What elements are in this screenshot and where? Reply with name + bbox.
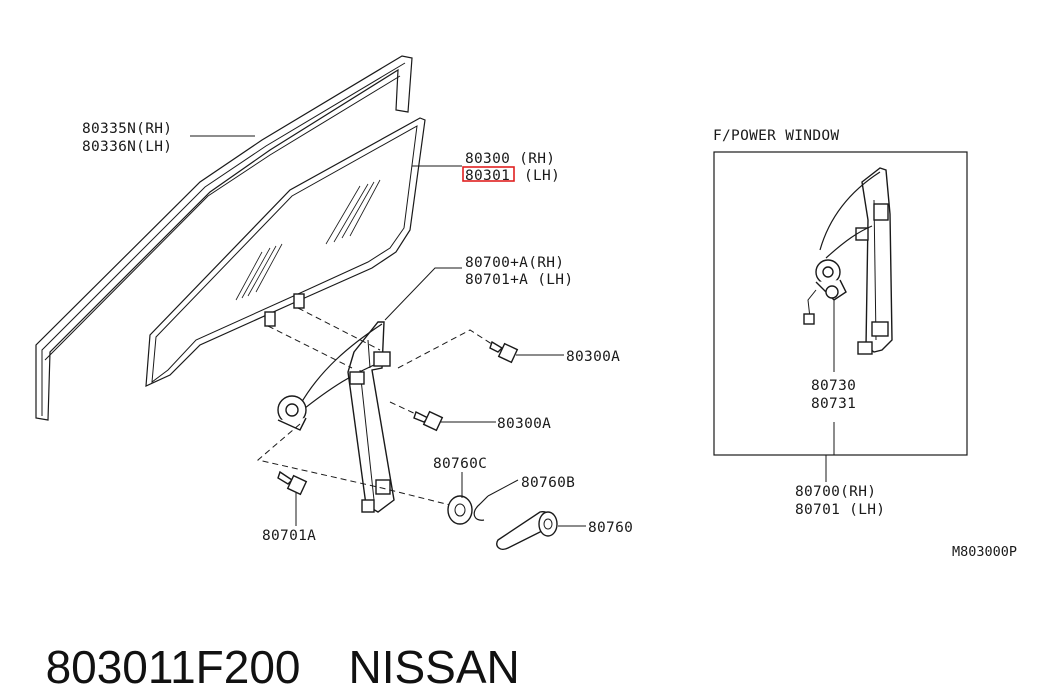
label-power-reg-lh: 80701 (LH) [795, 502, 885, 518]
assembly-lines [256, 307, 499, 509]
reference-code: M803000P [952, 544, 1017, 560]
bolt-lower-icon [413, 410, 444, 432]
label-bolt-regulator: 80701A [262, 528, 316, 544]
brand-name: NISSAN [348, 641, 520, 693]
leader-lines [190, 135, 586, 527]
power-window-title: F/POWER WINDOW [713, 128, 839, 144]
label-regulator-rh: 80700+A(RH) [465, 255, 564, 271]
bolt-upper-icon [489, 340, 519, 364]
label-sash-rh: 80335N(RH) [82, 121, 172, 137]
label-bolt-lower: 80300A [497, 416, 551, 432]
label-motor-1: 80730 [811, 378, 856, 394]
product-caption: 803011F200 NISSAN [20, 598, 520, 690]
door-sash-80335N [35, 55, 413, 421]
highlight-box [462, 166, 515, 182]
part-number: 803011F200 [45, 641, 301, 693]
label-regulator-lh: 80701+A (LH) [465, 272, 573, 288]
label-bolt-upper: 80300A [566, 349, 620, 365]
label-glass-lh-code: 80301 [465, 168, 510, 184]
label-sash-lh: 80336N(LH) [82, 139, 172, 155]
door-glass-80300 [145, 117, 426, 387]
window-regulator-80700 [277, 321, 395, 513]
label-washer: 80760C [433, 456, 487, 472]
label-glass-lh-side: (LH) [524, 168, 560, 184]
label-glass-rh: 80300 (RH) [465, 151, 555, 167]
clip-icon [473, 495, 489, 521]
power-window-panel [713, 151, 968, 456]
window-handle-icon [496, 511, 558, 550]
label-power-reg-rh: 80700(RH) [795, 484, 876, 500]
label-handle: 80760 [588, 520, 633, 536]
bolt-regulator-icon [277, 470, 308, 496]
power-regulator-icon [803, 167, 893, 355]
label-motor-2: 80731 [811, 396, 856, 412]
label-clip: 80760B [521, 475, 575, 491]
washer-icon [447, 495, 473, 525]
